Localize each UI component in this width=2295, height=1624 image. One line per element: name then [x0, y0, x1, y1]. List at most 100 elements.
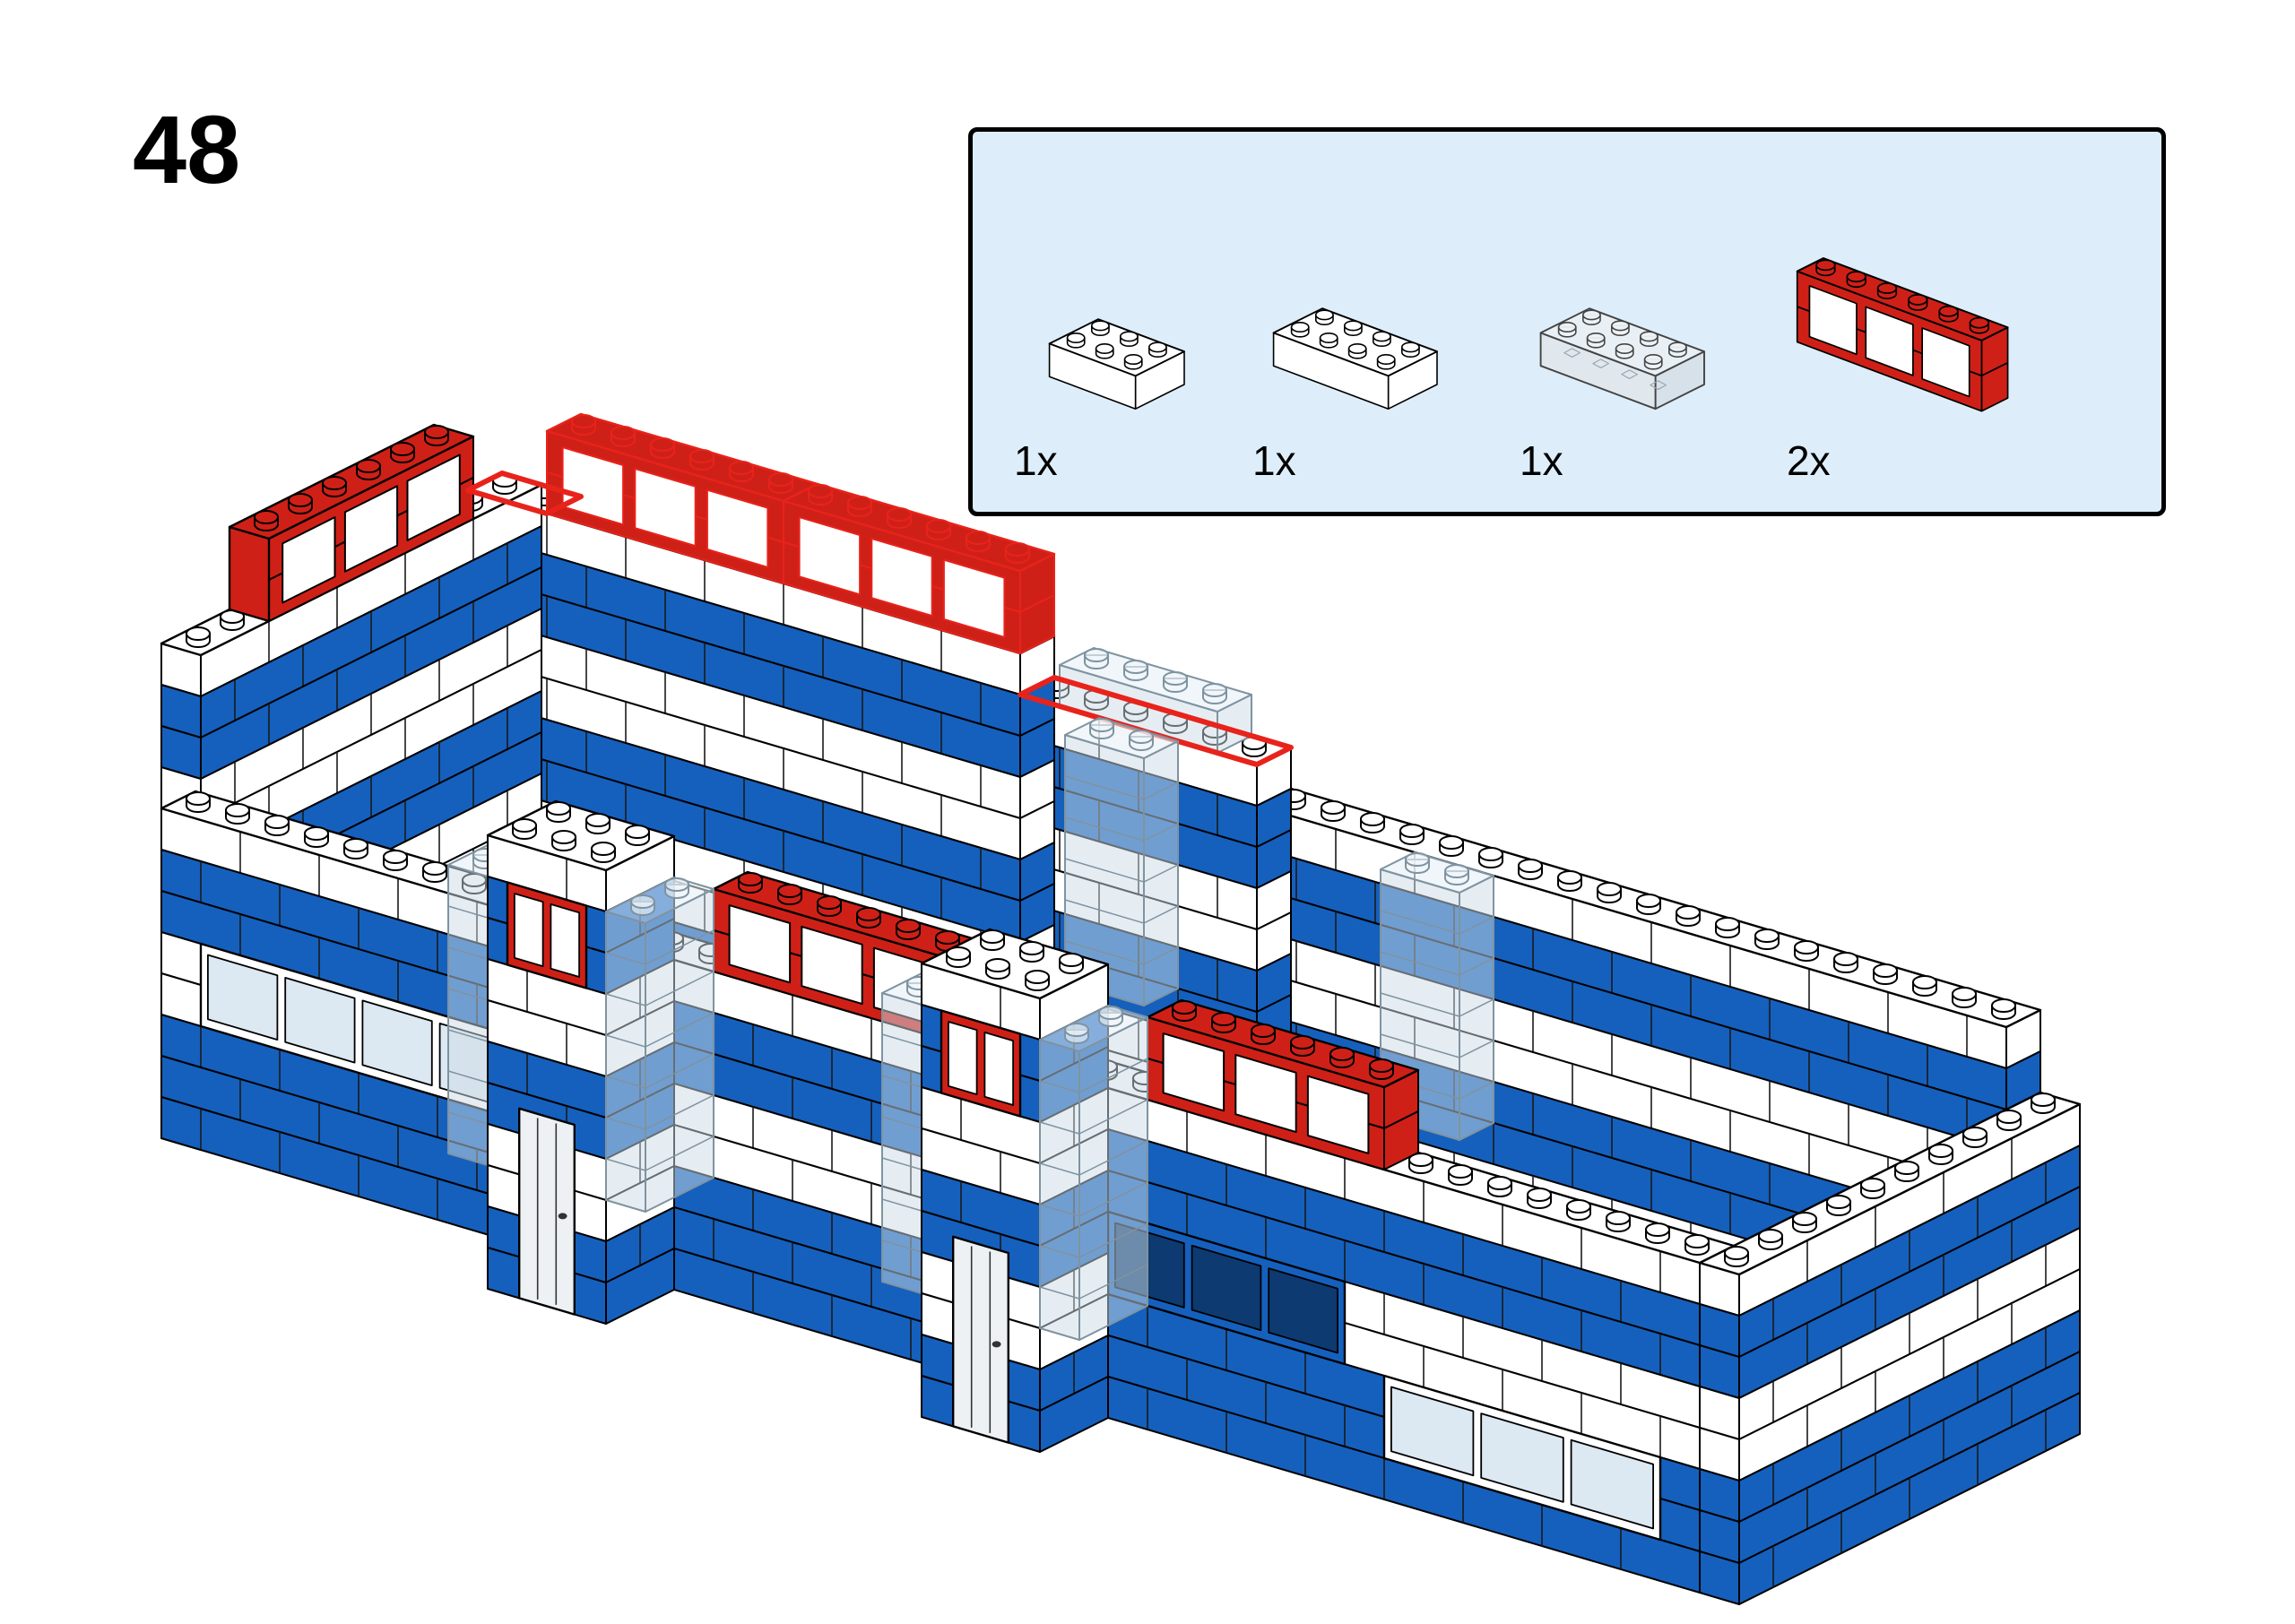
stud — [254, 510, 279, 524]
brick-seam — [447, 1029, 489, 1042]
stud — [1163, 671, 1188, 686]
stud — [1928, 1144, 1953, 1158]
red-window-frame-icon — [1796, 257, 2009, 412]
stud — [768, 472, 793, 487]
stud — [1582, 309, 1601, 321]
window-pane — [1162, 1032, 1225, 1112]
inner-stud-hint — [1621, 369, 1639, 380]
stud — [390, 442, 415, 456]
brick-seam — [1064, 899, 1145, 924]
window-pane — [1306, 1075, 1370, 1154]
stud — [1129, 730, 1154, 744]
brick-face — [920, 928, 1110, 1000]
brick-face — [1039, 1039, 1080, 1341]
brick-seam — [447, 946, 489, 960]
stud — [1668, 341, 1687, 353]
brick-face — [1539, 307, 1705, 377]
brick-seam — [447, 988, 489, 1001]
stud — [1478, 847, 1503, 861]
stud — [1527, 1188, 1552, 1202]
part-qty: 1x — [1014, 437, 1058, 484]
brick-seam — [1078, 1222, 1148, 1258]
stud — [1640, 331, 1658, 342]
part-white-2x3: 1x — [1012, 291, 1227, 485]
stud — [322, 476, 347, 490]
stud — [1908, 294, 1928, 307]
brick-seam — [1459, 916, 1494, 935]
window-pane — [1390, 1386, 1475, 1477]
stud — [1399, 824, 1425, 838]
stud — [1211, 1012, 1236, 1026]
brick-seam — [1143, 905, 1179, 924]
brick-seam — [1039, 1204, 1080, 1217]
brick-seam — [1039, 1245, 1080, 1258]
brick-seam — [1380, 951, 1460, 976]
stud — [591, 842, 616, 856]
brick-seam — [1459, 1040, 1494, 1058]
stud — [1615, 343, 1634, 354]
brick-seam — [645, 971, 714, 1006]
brick-seam — [447, 1070, 489, 1084]
stud — [1873, 963, 1898, 978]
stud — [1912, 975, 1937, 989]
stud — [817, 895, 842, 910]
window-pane — [343, 485, 399, 573]
window-pane — [361, 999, 433, 1086]
stud — [1557, 322, 1577, 333]
stud — [1566, 1199, 1591, 1214]
window-pane — [284, 977, 356, 1064]
stud — [571, 414, 596, 428]
brick-seam — [881, 1198, 922, 1212]
stud — [546, 801, 571, 816]
stud — [424, 425, 449, 439]
stud — [512, 818, 537, 833]
part-trans-2x4: 1x — [1518, 281, 1762, 485]
stud — [383, 850, 408, 864]
window-pane — [728, 904, 792, 984]
brick-seam — [1143, 946, 1179, 965]
brick-seam — [1078, 1264, 1148, 1300]
window-pane — [406, 454, 461, 541]
door — [518, 1107, 576, 1316]
stud — [1066, 333, 1086, 343]
stud — [1315, 309, 1334, 321]
window-pane — [281, 516, 336, 604]
stud — [186, 626, 211, 641]
brick-seam — [605, 952, 646, 965]
brick-seam — [1039, 1121, 1080, 1135]
brick-seam — [447, 905, 489, 919]
stud — [551, 830, 576, 844]
stud — [1123, 660, 1148, 674]
brick-seam — [1459, 1081, 1494, 1100]
brick-seam — [881, 1116, 922, 1129]
window-pane — [1480, 1412, 1564, 1503]
stud — [1815, 259, 1836, 272]
brick-seam — [1078, 1140, 1148, 1176]
stud — [729, 461, 754, 475]
stud — [1172, 1000, 1197, 1015]
door-knob — [558, 1213, 567, 1220]
stud — [1251, 1024, 1276, 1038]
brick-seam — [881, 1033, 922, 1047]
brick-seam — [447, 1111, 489, 1125]
stud — [1996, 1110, 2022, 1124]
white-2x4-brick-icon — [1272, 307, 1438, 410]
stud — [966, 531, 991, 545]
brick-seam — [645, 1012, 714, 1048]
stud — [1347, 343, 1367, 354]
stud — [1444, 864, 1469, 878]
stud — [1448, 1164, 1473, 1179]
stud — [1758, 1229, 1783, 1243]
stud — [630, 894, 655, 909]
brick-seam — [605, 1158, 646, 1171]
stud — [1962, 1127, 1988, 1141]
stud — [1401, 341, 1420, 353]
window-pane — [634, 467, 697, 548]
stud — [1439, 835, 1464, 850]
stud — [186, 791, 211, 806]
stud — [1715, 917, 1740, 931]
stud — [225, 803, 250, 817]
brick-seam — [605, 1034, 646, 1048]
brick-seam — [1143, 782, 1179, 800]
brick-seam — [1078, 1181, 1148, 1217]
